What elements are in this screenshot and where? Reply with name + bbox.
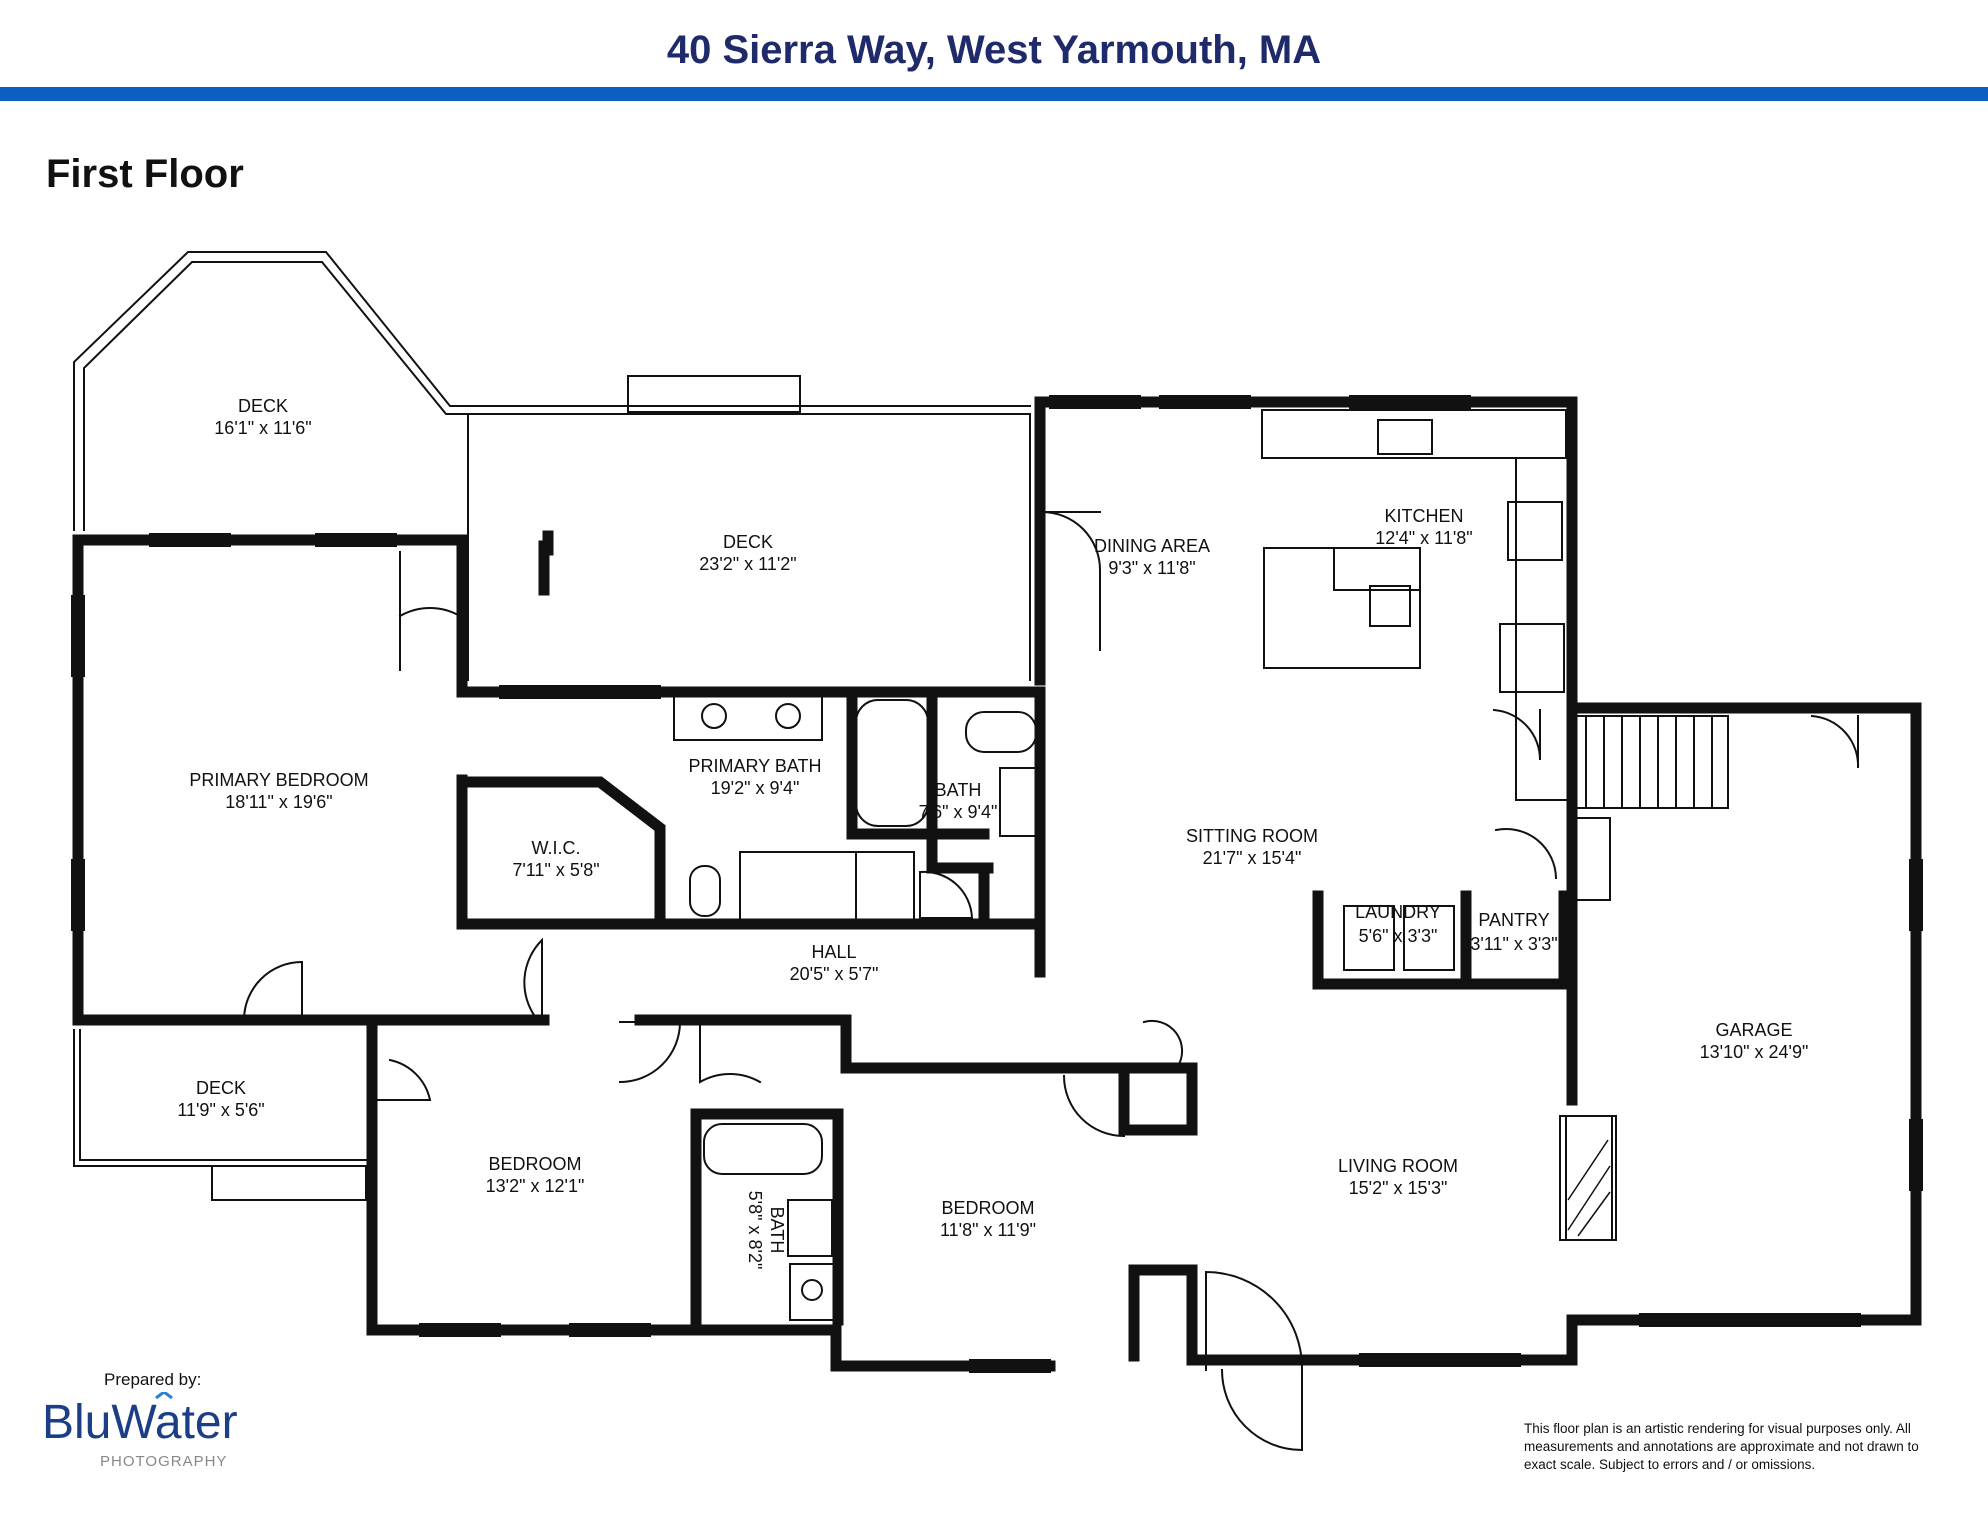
room-dims-hall: 20'5" x 5'7" — [790, 964, 879, 984]
room-name-primary-bedroom: PRIMARY BEDROOM — [189, 770, 368, 790]
room-dims-deck-nw: 16'1" x 11'6" — [214, 418, 311, 438]
room-dims-wic: 7'11" x 5'8" — [512, 860, 599, 880]
room-dims-deck-n: 23'2" x 11'2" — [699, 554, 796, 574]
room-name-dining: DINING AREA — [1094, 536, 1210, 556]
header-accent-bar — [0, 87, 1988, 101]
bath-fixtures — [673, 693, 1613, 1321]
room-dims-laundry: 5'6" x 3'3" — [1359, 926, 1438, 946]
deck-outlines — [73, 251, 1031, 1201]
logo-roof-icon — [155, 1392, 173, 1400]
room-dims-pantry: 3'11" x 3'3" — [1470, 934, 1557, 954]
walls — [72, 396, 1922, 1372]
logo-subtext: PHOTOGRAPHY — [100, 1453, 227, 1470]
fireplace — [1567, 1139, 1611, 1237]
prepared-by-label: Prepared by: — [104, 1370, 202, 1389]
kitchen-fixtures — [1261, 409, 1567, 801]
room-dims-bedroom-c: 11'8" x 11'9" — [940, 1220, 1036, 1240]
room-name-bedroom-c: BEDROOM — [941, 1198, 1034, 1218]
room-name-laundry: LAUNDRY — [1355, 902, 1441, 922]
windows — [71, 395, 1923, 1373]
room-name-bedroom-w: BEDROOM — [488, 1154, 581, 1174]
room-name-kitchen: KITCHEN — [1384, 506, 1463, 526]
room-dims-bedroom-w: 13'2" x 12'1" — [486, 1176, 585, 1196]
room-name-deck-sw: DECK — [196, 1078, 246, 1098]
room-name-wic: W.I.C. — [532, 838, 581, 858]
bluwater-logo: BluWater PHOTOGRAPHY — [42, 1392, 238, 1470]
stairs — [1567, 715, 1729, 901]
doors — [242, 510, 1860, 1452]
floor-title: First Floor — [46, 152, 244, 196]
room-name-hall: HALL — [811, 942, 856, 962]
room-name-bath-small: BATH — [935, 780, 982, 800]
room-name-deck-n: DECK — [723, 532, 773, 552]
room-name-living: LIVING ROOM — [1338, 1156, 1458, 1176]
room-name-primary-bath: PRIMARY BATH — [688, 756, 821, 776]
header: 40 Sierra Way, West Yarmouth, MA — [0, 0, 1988, 101]
room-dims-primary-bedroom: 18'11" x 19'6" — [225, 792, 332, 812]
room-dims-bath-vertical: 5'8" x 8'2" — [745, 1191, 765, 1270]
room-dims-dining: 9'3" x 11'8" — [1108, 558, 1195, 578]
room-dims-kitchen: 12'4" x 11'8" — [1375, 528, 1472, 548]
room-name-deck-nw: DECK — [238, 396, 288, 416]
room-name-pantry: PANTRY — [1478, 910, 1549, 930]
room-name-bath-vertical: BATH — [767, 1207, 787, 1254]
room-dims-living: 15'2" x 15'3" — [1349, 1178, 1448, 1198]
logo-text: BluWater — [42, 1396, 238, 1449]
room-dims-garage: 13'10" x 24'9" — [1700, 1042, 1809, 1062]
room-name-sitting: SITTING ROOM — [1186, 826, 1318, 846]
room-dims-sitting: 21'7" x 15'4" — [1203, 848, 1302, 868]
room-dims-bath-small: 7'6" x 9'4" — [919, 802, 998, 822]
room-name-garage: GARAGE — [1715, 1020, 1792, 1040]
disclaimer-text: This floor plan is an artistic rendering… — [1524, 1421, 1919, 1472]
room-dims-deck-sw: 11'9" x 5'6" — [177, 1100, 264, 1120]
room-dims-primary-bath: 19'2" x 9'4" — [711, 778, 800, 798]
address-title: 40 Sierra Way, West Yarmouth, MA — [666, 28, 1322, 72]
